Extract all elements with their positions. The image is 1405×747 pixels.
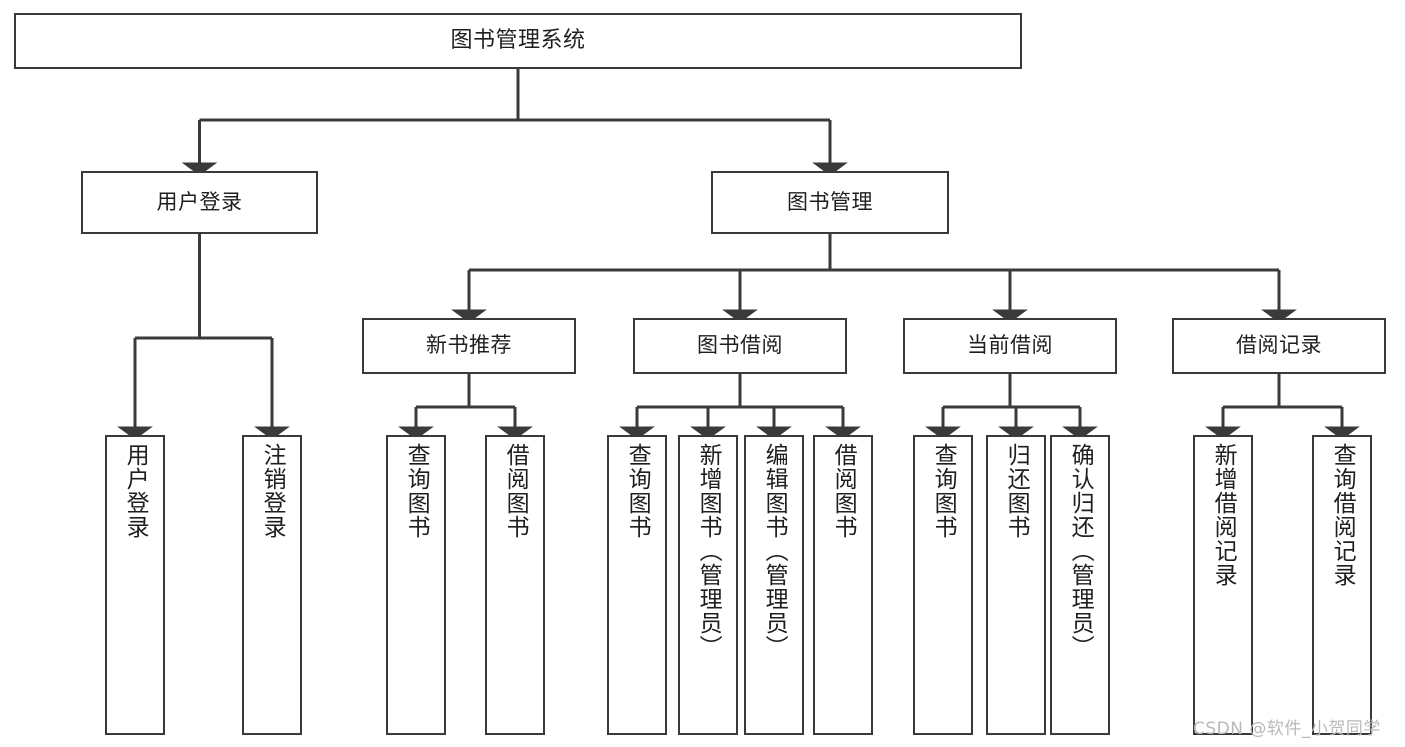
node-label: 图书管理系统 xyxy=(450,27,586,53)
leaf-node-user-login[interactable]: 用户登录 xyxy=(105,435,165,735)
node-label: 新增图书（管理员） xyxy=(695,443,722,659)
leaf-node-borrow-books-rec[interactable]: 借阅图书 xyxy=(485,435,545,735)
leaf-node-query-books-rec[interactable]: 查询图书 xyxy=(386,435,446,735)
node-label: 借阅记录 xyxy=(1236,333,1322,358)
node-label: 新增借阅记录 xyxy=(1210,443,1237,587)
node-label: 图书借阅 xyxy=(697,333,783,358)
leaf-node-query-books-current[interactable]: 查询图书 xyxy=(913,435,973,735)
node-label: 图书管理 xyxy=(787,189,873,214)
node-label: 新书推荐 xyxy=(426,333,512,358)
node-root-book-management-system[interactable]: 图书管理系统 xyxy=(14,13,1022,69)
node-label: 借阅图书 xyxy=(502,443,529,539)
node-label: 当前借阅 xyxy=(967,333,1053,358)
node-book-management[interactable]: 图书管理 xyxy=(711,171,949,234)
node-label: 用户登录 xyxy=(122,443,149,539)
leaf-node-query-books-borrow[interactable]: 查询图书 xyxy=(607,435,667,735)
leaf-node-confirm-return-admin[interactable]: 确认归还（管理员） xyxy=(1050,435,1110,735)
node-label: 注销登录 xyxy=(259,443,286,539)
leaf-node-return-books[interactable]: 归还图书 xyxy=(986,435,1046,735)
leaf-node-add-borrow-record[interactable]: 新增借阅记录 xyxy=(1193,435,1253,735)
node-new-book-recommendation[interactable]: 新书推荐 xyxy=(362,318,576,374)
leaf-node-edit-book-admin[interactable]: 编辑图书（管理员） xyxy=(744,435,804,735)
leaf-node-borrow-books[interactable]: 借阅图书 xyxy=(813,435,873,735)
node-label: 借阅图书 xyxy=(830,443,857,539)
node-label: 查询图书 xyxy=(403,443,430,539)
leaf-node-add-book-admin[interactable]: 新增图书（管理员） xyxy=(678,435,738,735)
node-user-login[interactable]: 用户登录 xyxy=(81,171,318,234)
node-label: 查询借阅记录 xyxy=(1329,443,1356,587)
leaf-node-query-borrow-record[interactable]: 查询借阅记录 xyxy=(1312,435,1372,735)
node-label: 用户登录 xyxy=(156,189,243,214)
node-borrowing-records[interactable]: 借阅记录 xyxy=(1172,318,1386,374)
node-label: 编辑图书（管理员） xyxy=(761,443,788,659)
node-book-borrowing[interactable]: 图书借阅 xyxy=(633,318,847,374)
node-label: 确认归还（管理员） xyxy=(1067,443,1094,659)
leaf-node-logout[interactable]: 注销登录 xyxy=(242,435,302,735)
node-current-borrowing[interactable]: 当前借阅 xyxy=(903,318,1117,374)
csdn-watermark: CSDN @软件_小贺同学 xyxy=(1193,719,1381,739)
node-label: 查询图书 xyxy=(930,443,957,539)
node-label: 归还图书 xyxy=(1003,443,1030,539)
node-label: 查询图书 xyxy=(624,443,651,539)
